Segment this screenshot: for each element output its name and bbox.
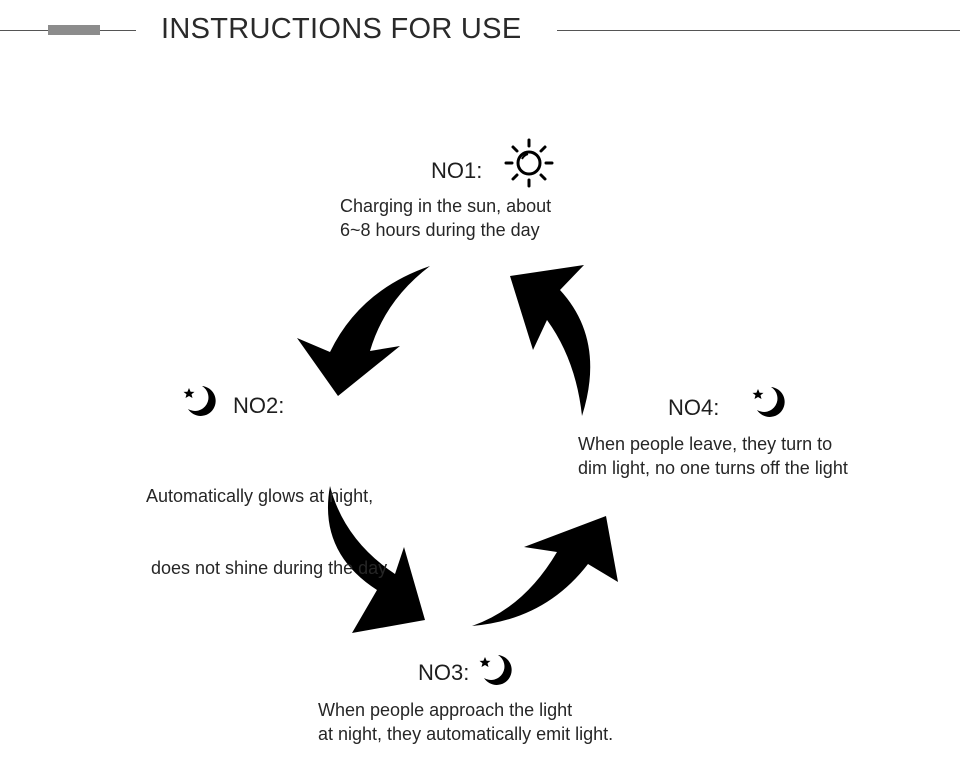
step1-line2: 6~8 hours during the day (340, 220, 540, 240)
step4-label: NO4: (668, 395, 720, 420)
arrow-step3-to-step4 (472, 516, 618, 626)
step2-description: Automatically glows at night, does not s… (146, 436, 387, 604)
header-line-right (557, 30, 960, 31)
step3-description: When people approach the light at night,… (318, 698, 613, 746)
arrow-step2-to-step3 (327, 486, 425, 633)
moon-star-icon (183, 386, 216, 416)
step4-line2: dim light, no one turns off the light (578, 458, 848, 478)
step1-line1: Charging in the sun, about (340, 196, 552, 216)
page-title: INSTRUCTIONS FOR USE (161, 13, 522, 45)
arrow-step4-to-step1 (510, 265, 591, 416)
arrow-step1-to-step2 (297, 266, 430, 396)
step2-label: NO2: (233, 393, 285, 418)
step3-label: NO3: (418, 660, 470, 685)
step3-line1: When people approach the light (318, 700, 573, 720)
step3-line2: at night, they automatically emit light. (318, 724, 614, 744)
step1-label: NO1: (431, 158, 483, 183)
moon-star-icon (479, 655, 512, 685)
step4-description: When people leave, they turn to dim ligh… (578, 432, 848, 480)
step2-line2: does not shine during the day (146, 558, 388, 578)
step2-line1: Automatically glows at night, (146, 486, 374, 506)
step1-description: Charging in the sun, about 6~8 hours dur… (340, 194, 551, 242)
step4-line1: When people leave, they turn to (578, 434, 833, 454)
header-accent-bar (48, 25, 100, 35)
sun-icon (504, 138, 554, 188)
moon-star-icon (752, 387, 785, 417)
